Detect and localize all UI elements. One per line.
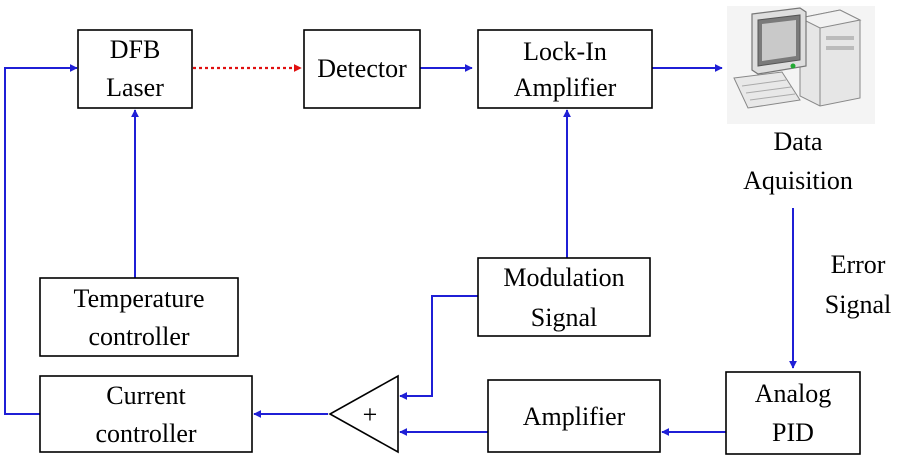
current-ctrl-label-line1: Current bbox=[106, 381, 186, 410]
current-controller-block: Current controller bbox=[39, 375, 253, 453]
error-signal-line1: Error bbox=[831, 250, 886, 279]
dfb-laser-block: DFB Laser bbox=[77, 29, 193, 109]
analog-pid-block: Analog PID bbox=[725, 371, 861, 455]
detector-block: Detector bbox=[303, 29, 421, 109]
dfb-laser-label-line1: DFB bbox=[110, 35, 161, 64]
pid-label-line1: Analog bbox=[755, 379, 832, 408]
current-ctrl-label-line2: controller bbox=[95, 419, 196, 448]
detector-label: Detector bbox=[317, 54, 407, 83]
signal-wires bbox=[4, 64, 797, 436]
dfb-laser-label-line2: Laser bbox=[106, 73, 164, 102]
pid-label-line2: PID bbox=[772, 418, 814, 447]
mod-to-summer-wire bbox=[399, 295, 478, 400]
mod-signal-label-line2: Signal bbox=[531, 303, 597, 332]
lockin-label-line2: Amplifier bbox=[514, 73, 617, 102]
summing-amplifier-symbol: + bbox=[328, 374, 399, 454]
summer-plus-label: + bbox=[363, 400, 378, 429]
temp-ctrl-label-line2: controller bbox=[88, 322, 189, 351]
lockin-label-line1: Lock-In bbox=[523, 37, 607, 66]
daq-label-line2: Aquisition bbox=[743, 166, 853, 195]
modulation-signal-block: Modulation Signal bbox=[477, 257, 651, 337]
amplifier-label: Amplifier bbox=[523, 402, 626, 431]
temp-ctrl-label-line1: Temperature bbox=[74, 284, 205, 313]
mod-signal-label-line1: Modulation bbox=[503, 263, 624, 292]
current-to-laser-wire bbox=[4, 64, 78, 415]
computer-icon bbox=[727, 6, 875, 124]
amplifier-block: Amplifier bbox=[487, 379, 661, 453]
temperature-controller-block: Temperature controller bbox=[39, 277, 239, 357]
lockin-amplifier-block: Lock-In Amplifier bbox=[477, 29, 653, 109]
error-signal-label: Error Signal bbox=[825, 250, 891, 319]
data-acquisition-label: Data Aquisition bbox=[743, 127, 853, 195]
daq-label-line1: Data bbox=[773, 127, 823, 156]
error-signal-line2: Signal bbox=[825, 290, 891, 319]
